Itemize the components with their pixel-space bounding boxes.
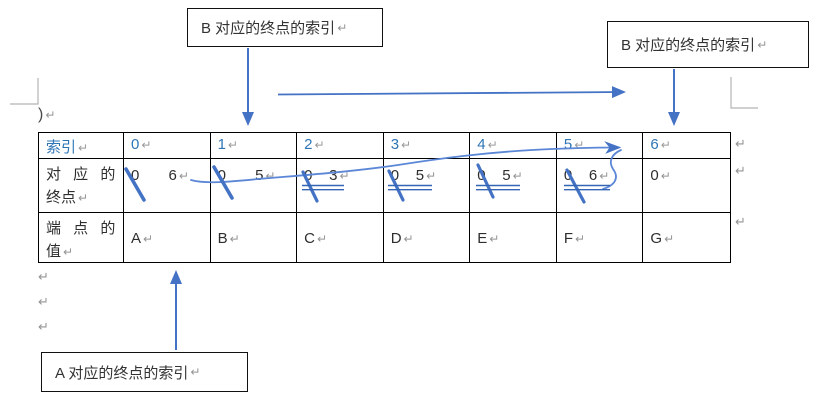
- cell-endpoints-5[interactable]: 0 6↵: [556, 159, 644, 213]
- paren-glyph: ): [38, 106, 44, 123]
- pilcrow-mark: ↵: [178, 169, 189, 183]
- header-index: 4: [477, 136, 486, 153]
- cell-value-2[interactable]: C↵: [297, 213, 384, 262]
- header-index: 5: [563, 136, 573, 153]
- cell-endpoints-0[interactable]: 0 6↵: [124, 159, 211, 213]
- vertex-value: B: [217, 230, 228, 247]
- cell-endpoints-3[interactable]: 0 5↵: [383, 159, 471, 213]
- pilcrow-mark: ↵: [337, 20, 348, 35]
- row-label-line1: 端 点 的: [46, 220, 116, 237]
- pilcrow-mark: ↵: [190, 365, 201, 379]
- pilcrow-mark: ↵: [426, 169, 437, 183]
- pilcrow-mark: ↵: [227, 138, 238, 152]
- callout-top-right[interactable]: B 对应的终点的索引↵: [607, 21, 809, 68]
- endpoint-values: 0: [650, 167, 659, 184]
- header-cell-4[interactable]: 4↵: [470, 133, 557, 159]
- row-label-values[interactable]: 端 点 的 值↵: [39, 213, 124, 262]
- header-index: 6: [650, 136, 659, 153]
- header-cell-1[interactable]: 1↵: [210, 133, 298, 159]
- header-cell-3[interactable]: 3↵: [383, 133, 471, 159]
- cell-endpoints-1[interactable]: 0 5↵: [210, 159, 298, 213]
- cell-value-5[interactable]: F↵: [557, 213, 644, 262]
- pilcrow-mark: ↵: [660, 169, 671, 183]
- row-label-line2: 终点: [46, 189, 77, 206]
- pilcrow-mark: ↵: [143, 232, 154, 246]
- endpoint-values: 0 6: [131, 167, 177, 184]
- vertex-value: C: [304, 230, 315, 247]
- endpoint-values: 0 3: [304, 167, 338, 184]
- callout-text: A 对应的终点的索引: [55, 364, 189, 382]
- pilcrow-mark: ↵: [45, 108, 56, 122]
- header-cell-6[interactable]: 6↵: [643, 133, 730, 159]
- endpoint-values: 0 5: [477, 167, 511, 184]
- header-index: 2: [304, 136, 313, 153]
- header-cell-5[interactable]: 5↵: [556, 133, 644, 159]
- text-boundary-mark-right: [730, 77, 758, 109]
- pilcrow-mark: ↵: [314, 138, 325, 152]
- pilcrow-mark: ↵: [63, 245, 74, 259]
- text-boundary-mark-left: [10, 78, 39, 105]
- row-end-mark: ↵: [735, 136, 746, 151]
- pilcrow-mark: ↵: [339, 169, 350, 183]
- header-label: 索引: [46, 139, 77, 156]
- row-end-mark: ↵: [735, 214, 746, 229]
- pilcrow-mark: ↵: [38, 294, 49, 309]
- header-cell-0[interactable]: 0↵: [124, 133, 211, 159]
- pilcrow-mark: ↵: [38, 269, 49, 284]
- callout-bottom[interactable]: A 对应的终点的索引↵: [41, 352, 248, 392]
- cell-value-3[interactable]: D↵: [384, 213, 471, 262]
- pilcrow-mark: ↵: [265, 169, 276, 183]
- vertex-value: G: [650, 230, 663, 247]
- header-cell-2[interactable]: 2↵: [297, 133, 384, 159]
- pilcrow-mark: ↵: [664, 232, 675, 246]
- callout-text: B 对应的终点的索引: [201, 20, 336, 37]
- cell-value-4[interactable]: E↵: [470, 213, 557, 262]
- pilcrow-mark: ↵: [229, 232, 240, 246]
- header-cell-label[interactable]: 索引↵: [39, 133, 124, 159]
- pilcrow-mark: ↵: [141, 138, 152, 152]
- arrow-horizontal-right[interactable]: [277, 86, 626, 99]
- row-end-mark: ↵: [735, 163, 746, 178]
- pilcrow-mark: ↵: [487, 138, 498, 152]
- stray-paren-text: )↵: [38, 106, 55, 124]
- pilcrow-mark: ↵: [574, 138, 585, 152]
- index-endpoint-table[interactable]: 索引↵ 0↵ 1↵ 2↵ 3↵ 4↵ 5↵ 6↵ 对 应 的 终点↵ 0 6↵ …: [38, 132, 731, 263]
- cell-endpoints-2[interactable]: 0 3↵: [297, 159, 384, 213]
- cell-value-6[interactable]: G↵: [643, 213, 730, 262]
- pilcrow-mark: ↵: [401, 138, 412, 152]
- header-index: 3: [390, 136, 400, 153]
- pilcrow-mark: ↵: [403, 232, 414, 246]
- endpoint-values: 0 5: [217, 167, 264, 184]
- pilcrow-mark: ↵: [575, 232, 586, 246]
- pilcrow-mark: ↵: [78, 191, 89, 205]
- vertex-value: D: [390, 230, 402, 247]
- vertex-value: A: [131, 230, 142, 247]
- pilcrow-mark: ↵: [757, 37, 768, 52]
- cell-endpoints-6[interactable]: 0↵: [643, 159, 730, 213]
- cell-value-1[interactable]: B↵: [211, 213, 298, 262]
- callout-text: B 对应的终点的索引: [621, 37, 756, 54]
- vertex-value: E: [477, 230, 488, 247]
- endpoint-values: 0 6: [563, 167, 598, 184]
- pilcrow-mark: ↵: [78, 141, 89, 155]
- header-index: 0: [131, 136, 140, 153]
- pilcrow-mark: ↵: [38, 319, 49, 334]
- cell-endpoints-4[interactable]: 0 5↵: [470, 159, 557, 213]
- callout-top-left[interactable]: B 对应的终点的索引↵: [187, 8, 383, 47]
- vertex-value: F: [563, 230, 574, 247]
- endpoint-values: 0 5: [390, 167, 425, 184]
- cell-value-0[interactable]: A↵: [124, 213, 211, 262]
- row-label-line1: 对 应 的: [46, 166, 116, 183]
- pilcrow-mark: ↵: [660, 138, 671, 152]
- pilcrow-mark: ↵: [489, 232, 500, 246]
- row-label-endpoints[interactable]: 对 应 的 终点↵: [39, 159, 124, 213]
- pilcrow-mark: ↵: [316, 232, 328, 246]
- row-label-line2: 值: [46, 243, 62, 260]
- header-index: 1: [217, 136, 226, 153]
- pilcrow-mark: ↵: [599, 169, 610, 183]
- pilcrow-mark: ↵: [512, 169, 523, 183]
